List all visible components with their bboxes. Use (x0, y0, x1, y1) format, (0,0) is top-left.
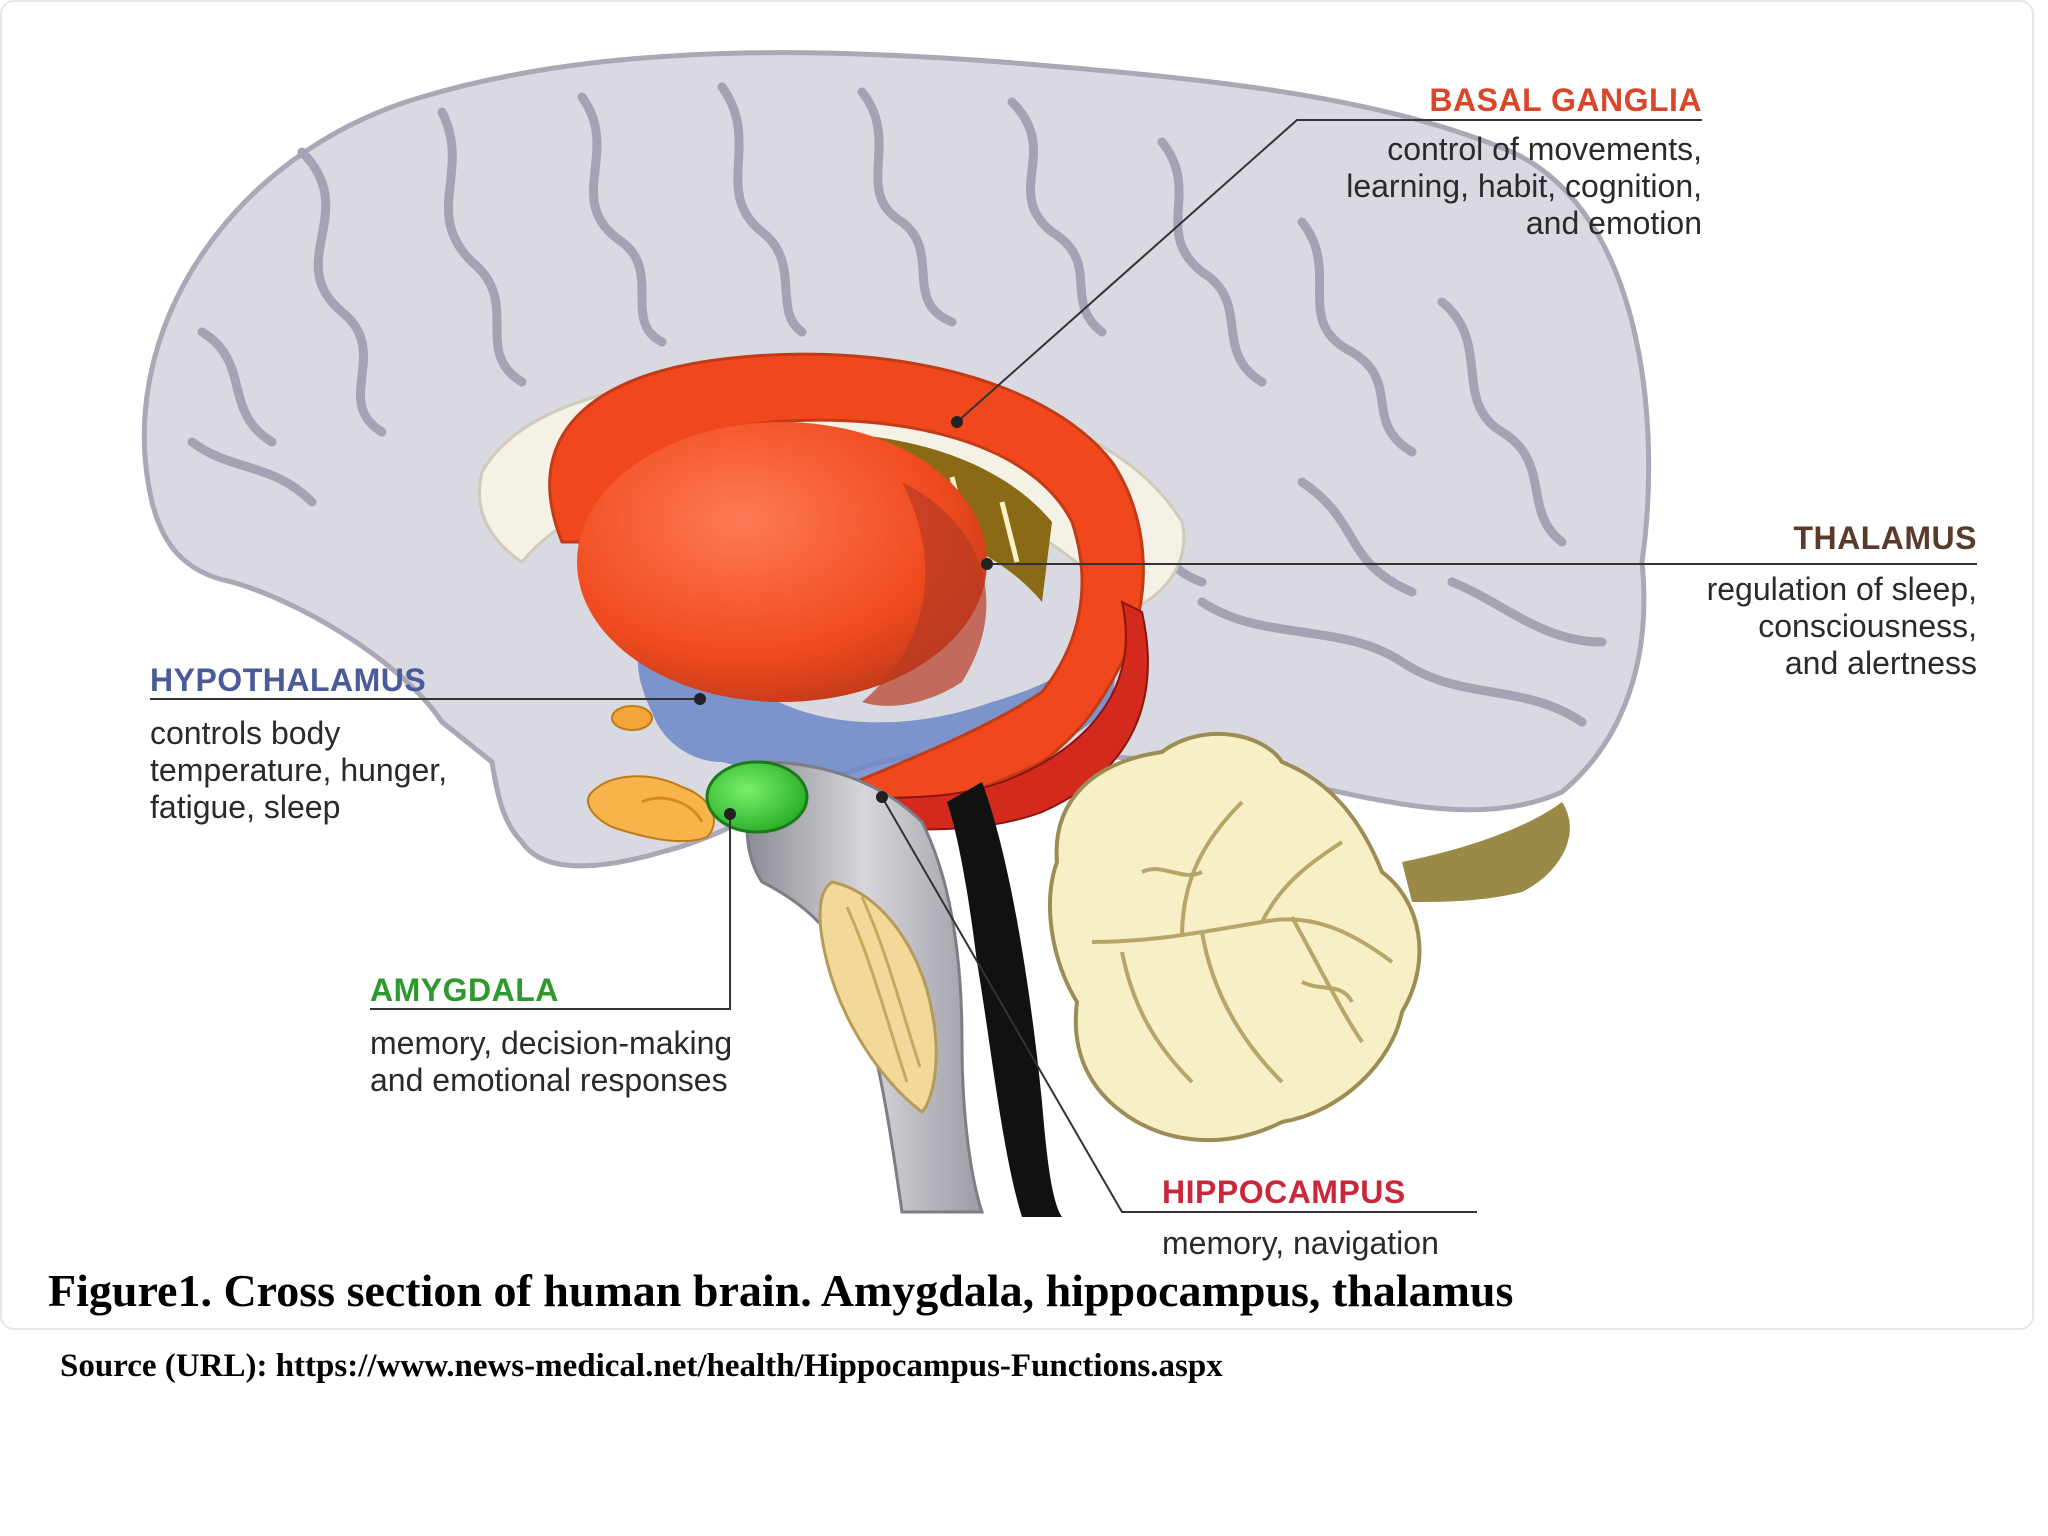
thalamus-label: THALAMUS regulation of sleep, consciousn… (1562, 520, 1977, 682)
thalamus-line-1: regulation of sleep, (1706, 571, 1977, 607)
leader-amygdala (370, 814, 731, 1010)
hypothalamus-nucleus-shape (611, 705, 653, 731)
brain-cross-section-illustration (141, 50, 1977, 1217)
hypothalamus-title: HYPOTHALAMUS (150, 662, 427, 698)
amygdala-line-2: and emotional responses (370, 1062, 728, 1098)
central-canal-shape (947, 782, 1062, 1217)
amygdala-line-1: memory, decision-making (370, 1025, 733, 1061)
amygdala-label: AMYGDALA memory, decision-making and emo… (370, 972, 830, 1099)
leader-hippocampus (881, 796, 1477, 1213)
pons-shape (818, 880, 938, 1114)
hypothalamus-line-3: fatigue, sleep (150, 789, 341, 825)
basal-ganglia-line-3: and emotion (1525, 205, 1702, 241)
hypothalamus-description: controls body temperature, hunger, fatig… (150, 715, 570, 826)
hippocampus-description: memory, navigation (1162, 1225, 1542, 1262)
thalamus-title: THALAMUS (1793, 520, 1977, 556)
hippocampus-title: HIPPOCAMPUS (1162, 1174, 1406, 1210)
leader-dots (694, 416, 993, 820)
source-url-text: Source (URL): https://www.news-medical.n… (60, 1348, 1223, 1384)
pituitary-shape (587, 775, 715, 843)
basal-ganglia-line-2: learning, habit, cognition, (1346, 168, 1702, 204)
basal-ganglia-title: BASAL GANGLIA (1429, 82, 1702, 118)
thalamus-shape (577, 422, 987, 702)
cerebellum-tree (1091, 800, 1394, 1084)
basal-ganglia-line-1: control of movements, (1387, 131, 1702, 167)
cerebellum-shape (1047, 731, 1422, 1143)
hypothalamus-line-1: controls body (150, 715, 341, 751)
hippocampus-label: HIPPOCAMPUS memory, navigation (1162, 1174, 1542, 1262)
basal-ganglia-description: control of movements, learning, habit, c… (1252, 131, 1702, 242)
thalamus-description: regulation of sleep, consciousness, and … (1562, 571, 1977, 682)
occipital-base-shape (1402, 802, 1570, 902)
amygdala-description: memory, decision-making and emotional re… (370, 1025, 830, 1099)
hippocampus-line-1: memory, navigation (1162, 1225, 1439, 1261)
basal-ganglia-label: BASAL GANGLIA control of movements, lear… (1252, 82, 1702, 242)
figure-caption: Figure1. Cross section of human brain. A… (48, 1265, 1514, 1316)
leader-lines (150, 119, 1977, 1213)
figure-panel: BASAL GANGLIA control of movements, lear… (0, 0, 2034, 1330)
hypothalamus-label: HYPOTHALAMUS controls body temperature, … (150, 662, 570, 826)
leader-basal-ganglia (956, 119, 1702, 423)
thalamus-line-2: consciousness, (1758, 608, 1977, 644)
hypothalamus-line-2: temperature, hunger, (150, 752, 448, 788)
thalamus-line-3: and alertness (1784, 645, 1977, 681)
amygdala-title: AMYGDALA (370, 972, 559, 1008)
amygdala-shape (705, 760, 809, 834)
